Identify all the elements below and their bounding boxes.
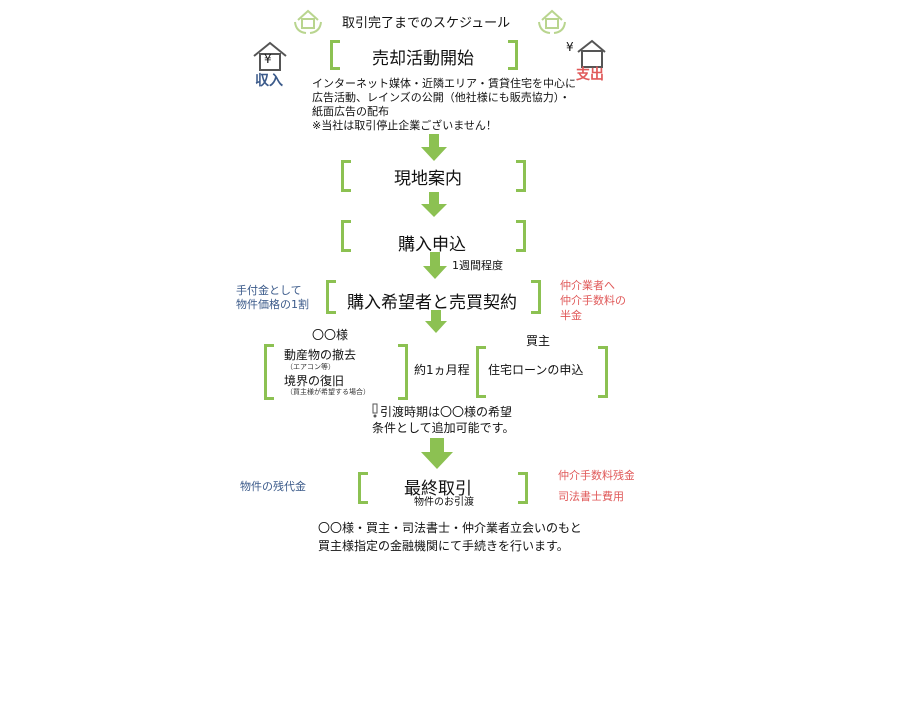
closing-line1: 〇〇様・買主・司法書士・仲介業者立会いのもと (318, 521, 582, 535)
down-arrow-2 (421, 192, 447, 217)
closing-line2: 買主様指定の金融機関にて手続きを行います。 (318, 539, 569, 553)
seller-header: 〇〇様 (312, 328, 349, 342)
down-arrow-1 (421, 134, 447, 161)
diagram-title: 取引完了までのスケジュール (342, 16, 511, 31)
buyer-item-loan: 住宅ローンの申込 (488, 363, 584, 377)
final-fee-balance: 仲介手数料残金 (558, 469, 634, 482)
income-yen: ¥ (264, 52, 272, 66)
buyer-bracket-left (476, 346, 486, 398)
step4-label: 購入希望者と売買契約 (347, 293, 517, 313)
house-hands-right-icon (538, 9, 566, 34)
income-label: 収入 (255, 73, 283, 89)
expense-label: 支出 (576, 67, 604, 83)
step1-bracket-left (330, 40, 340, 70)
step5-sublabel: 物件のお引渡 (414, 497, 474, 508)
income-house-icon (253, 41, 287, 71)
house-hands-left-icon (294, 9, 322, 34)
step3-bracket-right (516, 220, 526, 252)
down-arrow-4 (425, 310, 447, 333)
step3-bracket-left (341, 220, 351, 252)
handover-note-line1: 引渡時期は〇〇様の希望 (380, 405, 513, 419)
seller-item-boundary-sub: （買主様が希望する場合） (286, 388, 370, 396)
marketing-note-line1: インターネット媒体・近隣エリア・賃貸住宅を中心に (312, 77, 576, 90)
contract-fee-line2: 仲介手数料の (560, 294, 626, 307)
expense-house-icon (577, 39, 606, 68)
contract-deposit-line2: 物件価格の1割 (236, 298, 309, 311)
contract-fee-line1: 仲介業者へ (560, 279, 615, 292)
info-marker-icon (372, 403, 378, 418)
seller-item-removal: 動産物の撤去 (284, 348, 357, 362)
step2-bracket-left (341, 160, 351, 192)
marketing-note-line3: 紙面広告の配布 (312, 105, 389, 118)
step4-bracket-left (326, 280, 336, 314)
step2-label: 現地案内 (394, 169, 462, 189)
handover-note-line2: 条件として追加可能です。 (372, 421, 515, 435)
contract-fee-line3: 半金 (560, 309, 582, 322)
seller-bracket-right (398, 344, 408, 400)
marketing-note-line4: ※当社は取引停止企業ございません！ (312, 119, 497, 132)
marketing-note-line2: 広告活動、レインズの公開（他社様にも販売協力）・ (312, 91, 571, 104)
step5-label: 最終取引 (404, 479, 472, 499)
step1-bracket-right (508, 40, 518, 70)
step2-bracket-right (516, 160, 526, 192)
buyer-header: 買主 (526, 334, 551, 348)
seller-item-removal-sub: （エアコン等） (286, 363, 335, 371)
final-remaining-payment: 物件の残代金 (240, 480, 306, 493)
step4-bracket-right (531, 280, 541, 314)
period-label: 約1ヵ月程 (414, 363, 470, 377)
step1-label: 売却活動開始 (372, 49, 474, 69)
step5-bracket-left (358, 472, 368, 504)
down-arrow-3 (423, 252, 447, 279)
down-arrow-5 (421, 438, 453, 469)
seller-bracket-left (264, 344, 274, 400)
buyer-bracket-right (598, 346, 608, 398)
contract-deposit-line1: 手付金として (236, 284, 302, 297)
final-scrivener-fee: 司法書士費用 (558, 490, 624, 503)
seller-item-boundary: 境界の復旧 (284, 374, 345, 388)
step5-bracket-right (518, 472, 528, 504)
week-note: 1週間程度 (452, 259, 503, 272)
step3-label: 購入申込 (398, 235, 466, 255)
expense-yen: ¥ (566, 40, 574, 54)
